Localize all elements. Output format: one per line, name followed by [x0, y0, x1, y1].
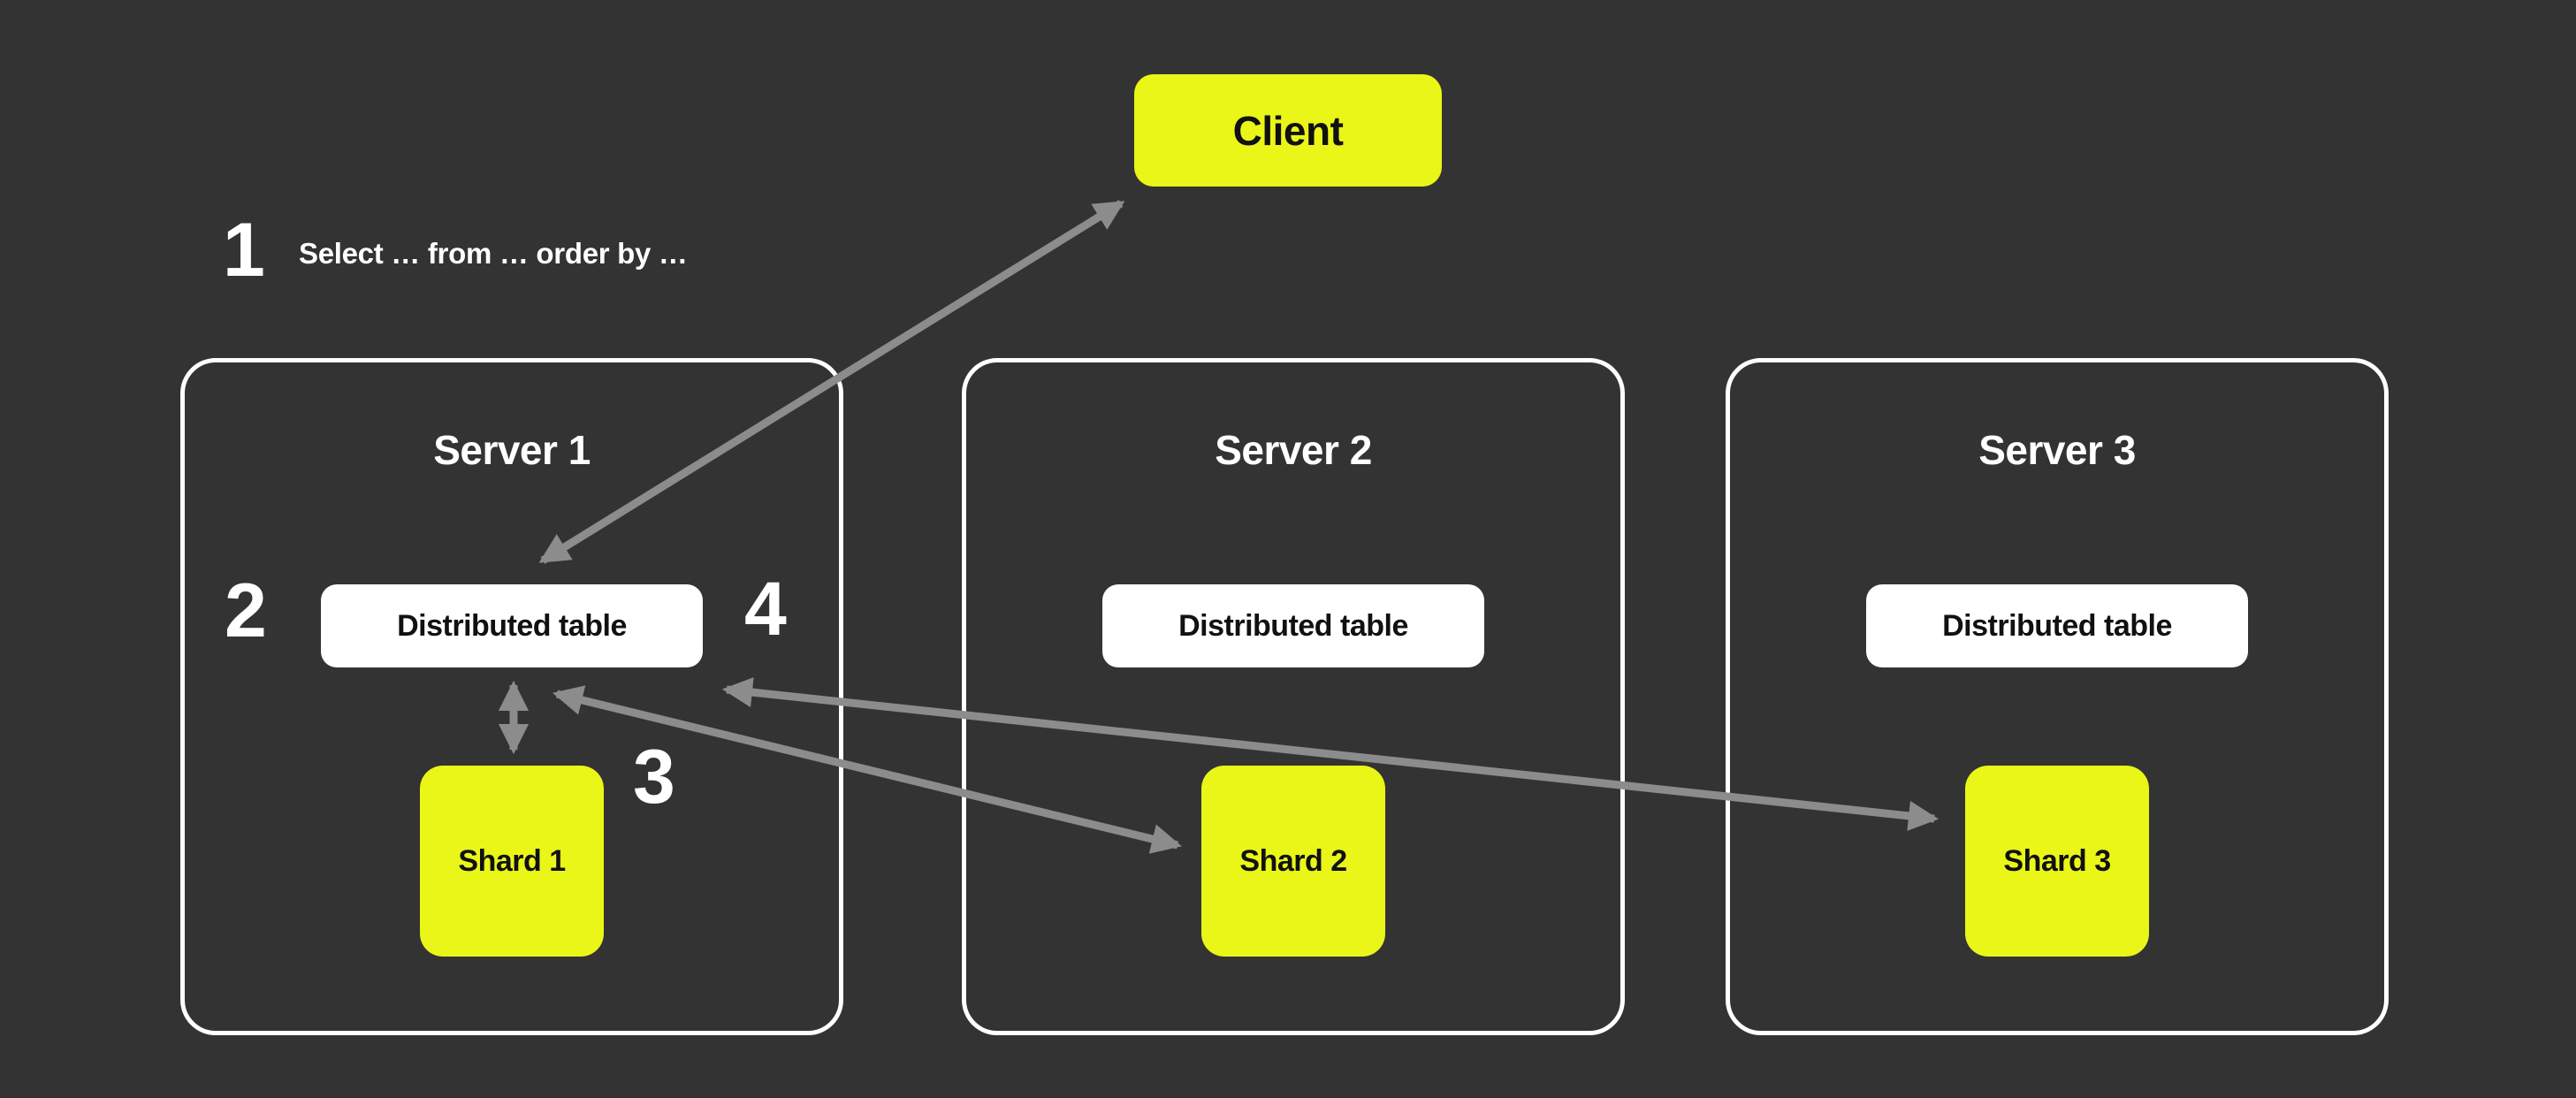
step-3-number: 3 [633, 735, 675, 820]
server-1-distributed-table: Distributed table [321, 584, 703, 667]
server-3-distributed-table: Distributed table [1866, 584, 2248, 667]
client-box: Client [1134, 74, 1442, 187]
server-2-title: Server 2 [1215, 427, 1372, 473]
server-3-box: Server 3 Distributed table Shard 3 [1726, 358, 2389, 1035]
server-1-title: Server 1 [433, 427, 591, 473]
server-3-title: Server 3 [1978, 427, 2136, 473]
step-1-query-text: Select … from … order by … [299, 237, 688, 270]
shard-3-box: Shard 3 [1965, 766, 2149, 957]
step-2-number: 2 [225, 568, 267, 653]
step-4-number: 4 [744, 567, 787, 652]
server-2-distributed-table: Distributed table [1102, 584, 1484, 667]
server-1-box: Server 1 Distributed table Shard 1 [180, 358, 843, 1035]
server-2-box: Server 2 Distributed table Shard 2 [962, 358, 1625, 1035]
step-1-number: 1 [223, 208, 265, 293]
shard-1-box: Shard 1 [420, 766, 604, 957]
shard-2-box: Shard 2 [1201, 766, 1385, 957]
